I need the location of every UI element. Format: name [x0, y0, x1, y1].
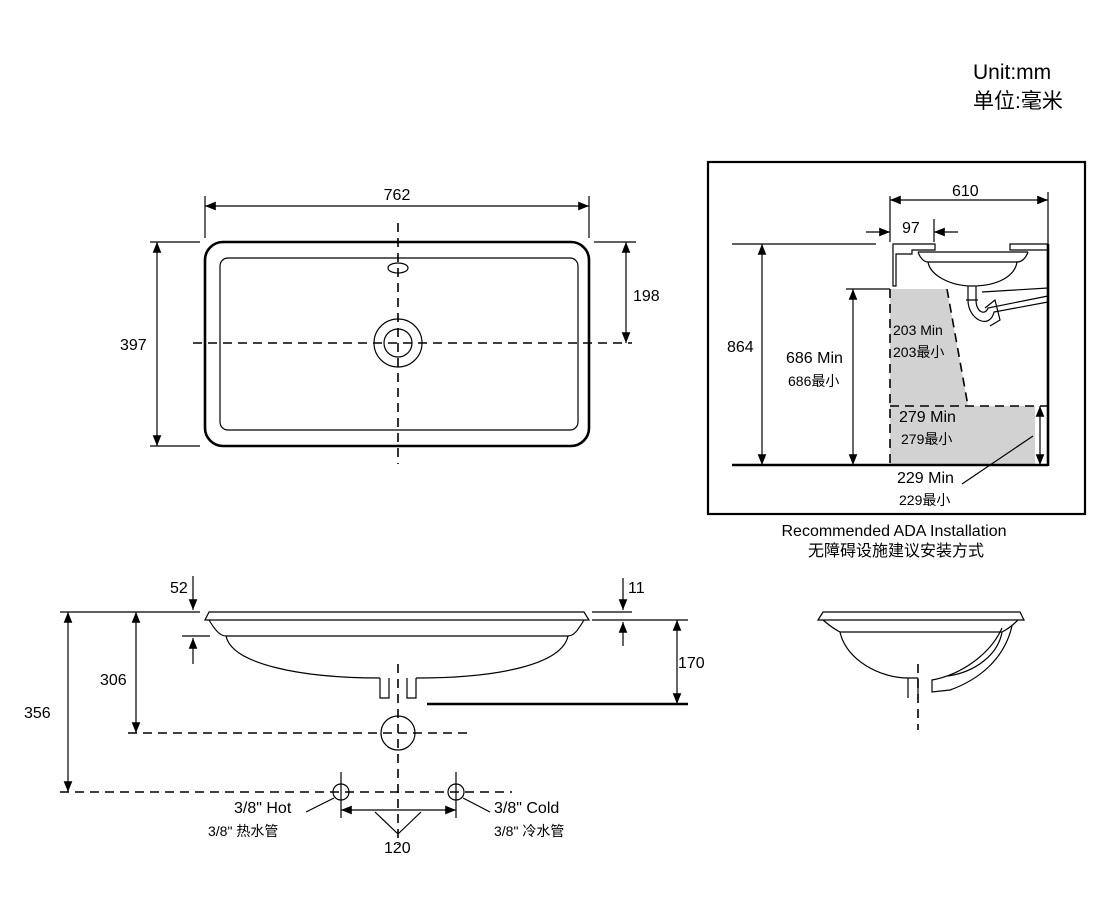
ada-installation-panel: 610 97 864 686 Min 686最小 203 Min 203最小 2… — [706, 160, 1087, 516]
flange-dimension: 11 — [628, 580, 645, 597]
ada-toe-depth-en: 203 Min — [893, 322, 943, 338]
ada-frame — [706, 160, 1087, 516]
ada-toe-height-en: 229 Min — [897, 470, 954, 487]
basin-inner-outline — [219, 257, 579, 431]
ada-toe-height-cn: 229最小 — [899, 492, 950, 508]
toe-clearance-zone — [890, 289, 968, 406]
ada-basin-profile — [917, 251, 1029, 287]
width-dimension: 762 — [384, 187, 411, 204]
cold-label-en: 3/8" Cold — [494, 800, 559, 817]
countertop-front — [892, 243, 936, 287]
supply-spacing: 120 — [384, 840, 411, 857]
ada-counter-height: 864 — [727, 339, 754, 356]
p-trap — [966, 295, 1049, 322]
side-overflow-channel — [931, 625, 1013, 693]
side-rim — [816, 611, 1025, 621]
ada-front-offset: 97 — [902, 220, 920, 237]
side-tailpiece — [907, 678, 919, 698]
knee-clearance-zone — [890, 406, 1035, 465]
front-view: 120 3/8" Hot 3/8" 热水管 3/8" Cold 3/8" 冷水管… — [24, 576, 705, 857]
side-bowl-front — [822, 619, 918, 679]
bowl-right — [415, 619, 585, 679]
cold-label-cn: 3/8" 冷水管 — [494, 823, 564, 839]
hot-label-cn: 3/8" 热水管 — [208, 823, 278, 839]
ada-knee-clearance-en: 686 Min — [786, 350, 843, 367]
basin-outer-outline — [203, 240, 591, 448]
ada-caption-en: Recommended ADA Installation — [781, 523, 1006, 540]
depth-dimension: 397 — [120, 337, 147, 354]
tailpiece-right — [406, 678, 417, 699]
side-view — [816, 611, 1025, 730]
drain-height: 306 — [100, 672, 127, 689]
ada-knee-clearance-cn: 686最小 — [788, 373, 839, 389]
rim-thickness: 52 — [170, 580, 188, 597]
ada-toe-depth-cn: 203最小 — [893, 344, 944, 360]
tailpiece-left — [379, 678, 390, 699]
ada-caption-cn: 无障碍设施建议安装方式 — [808, 542, 984, 560]
front-rim — [204, 611, 591, 621]
bowl-left — [208, 619, 381, 679]
unit-label-en: Unit:mm — [973, 61, 1051, 84]
unit-label-cn: 单位:毫米 — [973, 90, 1063, 113]
countertop-back — [1009, 243, 1049, 251]
ada-knee-height-en: 279 Min — [899, 409, 956, 426]
top-view: 762 397 198 — [120, 187, 660, 464]
ada-total-width: 610 — [952, 183, 979, 200]
center-to-back-dimension: 198 — [633, 288, 660, 305]
bowl-depth: 170 — [678, 655, 705, 672]
ada-knee-height-cn: 279最小 — [901, 431, 952, 447]
supply-height: 356 — [24, 705, 51, 722]
hot-label-en: 3/8" Hot — [234, 800, 292, 817]
